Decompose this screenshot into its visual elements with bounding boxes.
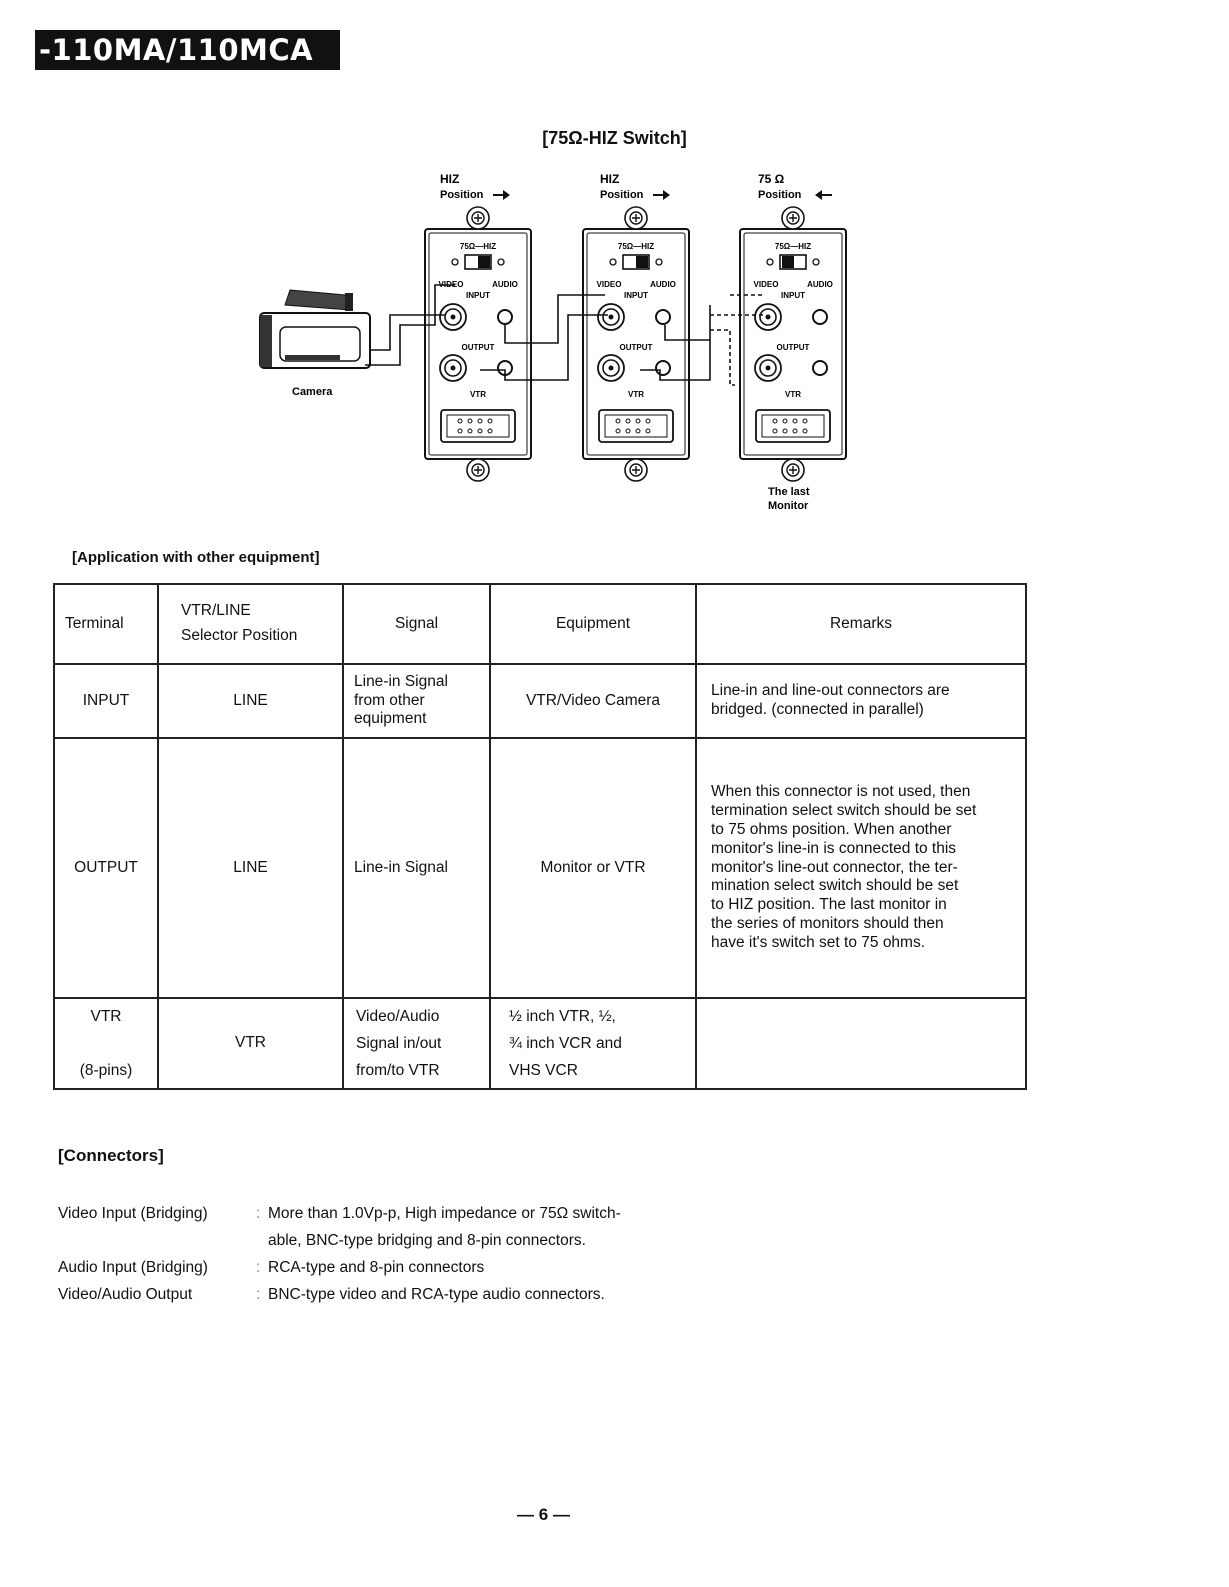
screw-icon	[466, 458, 490, 482]
cell-terminal: OUTPUT	[53, 737, 159, 999]
cell-signal: Video/Audio Signal in/out from/to VTR	[342, 997, 491, 1090]
vtr-label: VTR	[785, 390, 801, 399]
switch-knob	[636, 256, 648, 268]
switch-knob	[478, 256, 490, 268]
svg-text:75 Ω: 75 Ω	[758, 172, 785, 186]
switch-knob	[782, 256, 794, 268]
application-section-title: [Application with other equipment]	[72, 549, 320, 566]
cell-remarks: When this connector is not used, then te…	[695, 737, 1027, 999]
svg-text:Position: Position	[440, 189, 484, 201]
output-label: OUTPUT	[777, 343, 810, 352]
header-remarks: Remarks	[695, 583, 1027, 665]
screw-icon	[781, 206, 805, 230]
svg-text:Monitor: Monitor	[768, 500, 809, 512]
monitor-1-position-label: HIZ Position	[440, 172, 510, 201]
cell-selector: LINE	[157, 663, 344, 739]
switch-label: 75Ω—HIZ	[618, 242, 654, 251]
switch-label: 75Ω—HIZ	[775, 242, 811, 251]
svg-text:Position: Position	[600, 189, 644, 201]
screw-icon	[781, 458, 805, 482]
list-item: Video Input (Bridging) : More than 1.0Vp…	[58, 1205, 621, 1222]
svg-text:The last: The last	[768, 486, 810, 498]
application-table: Terminal VTR/LINE Selector Position Sign…	[53, 583, 1027, 1090]
screw-icon	[624, 206, 648, 230]
header-selector: VTR/LINE Selector Position	[157, 583, 344, 665]
list-item: able, BNC-type bridging and 8-pin connec…	[268, 1232, 586, 1249]
cell-terminal: VTR (8-pins)	[53, 997, 159, 1090]
rca-connector-icon	[497, 309, 513, 325]
svg-text:HIZ: HIZ	[440, 172, 459, 186]
bnc-connector-icon	[439, 354, 467, 382]
rca-connector-icon	[655, 360, 671, 376]
cell-equipment: ½ inch VTR, ½, ¾ inch VCR and VHS VCR	[489, 997, 697, 1090]
bnc-connector-icon	[439, 303, 467, 331]
vtr-label: VTR	[470, 390, 486, 399]
cell-selector: VTR	[157, 997, 344, 1090]
eight-pin-connector-icon	[440, 409, 516, 443]
screw-icon	[624, 458, 648, 482]
output-label: OUTPUT	[462, 343, 495, 352]
bnc-connector-icon	[597, 354, 625, 382]
bnc-connector-icon	[754, 303, 782, 331]
cell-signal: Line-in Signal from other equipment	[342, 663, 491, 739]
cell-equipment: VTR/Video Camera	[489, 663, 697, 739]
cables	[365, 284, 765, 386]
table-row: OUTPUT LINE Line-in Signal Monitor or VT…	[53, 737, 1027, 999]
video-label: VIDEO	[597, 280, 622, 289]
table-row: VTR (8-pins) VTR Video/Audio Signal in/o…	[53, 997, 1027, 1090]
input-label: INPUT	[781, 291, 805, 300]
cell-remarks	[695, 997, 1027, 1090]
svg-text:HIZ: HIZ	[600, 172, 619, 186]
cell-selector: LINE	[157, 737, 344, 999]
arrow-right-icon	[653, 190, 670, 200]
cell-remarks: Line-in and line-out connectors are brid…	[695, 663, 1027, 739]
arrow-left-icon	[815, 190, 832, 200]
camera-icon: Camera	[259, 289, 371, 398]
table-header-row: Terminal VTR/LINE Selector Position Sign…	[53, 583, 1027, 665]
audio-label: AUDIO	[492, 280, 518, 289]
bnc-connector-icon	[754, 354, 782, 382]
cell-terminal: INPUT	[53, 663, 159, 739]
switch-label: 75Ω—HIZ	[460, 242, 496, 251]
rca-connector-icon	[812, 309, 828, 325]
monitor-3-position-label: 75 Ω Position	[758, 172, 832, 201]
page-number: — 6 —	[517, 1505, 570, 1524]
last-monitor-label: The last Monitor	[768, 486, 810, 512]
video-label: VIDEO	[754, 280, 779, 289]
header-signal: Signal	[342, 583, 491, 665]
arrow-right-icon	[493, 190, 510, 200]
output-label: OUTPUT	[620, 343, 653, 352]
header-equipment: Equipment	[489, 583, 697, 665]
list-item: Video/Audio Output : BNC-type video and …	[58, 1286, 605, 1303]
monitor-2-position-label: HIZ Position	[600, 172, 670, 201]
connectors-list: Video Input (Bridging) : More than 1.0Vp…	[58, 1200, 621, 1308]
connectors-section-title: [Connectors]	[58, 1146, 164, 1165]
rca-connector-icon	[812, 360, 828, 376]
svg-text:Camera: Camera	[292, 386, 333, 398]
svg-text:Position: Position	[758, 189, 802, 201]
header-terminal: Terminal	[53, 583, 159, 665]
eight-pin-connector-icon	[755, 409, 831, 443]
list-item: Audio Input (Bridging) : RCA-type and 8-…	[58, 1259, 485, 1276]
input-label: INPUT	[466, 291, 490, 300]
audio-label: AUDIO	[650, 280, 676, 289]
table-row: INPUT LINE Line-in Signal from other equ…	[53, 663, 1027, 739]
switch-diagram: HIZ Position HIZ Position 75 Ω Position …	[259, 172, 847, 512]
audio-label: AUDIO	[807, 280, 833, 289]
screw-icon	[466, 206, 490, 230]
rca-connector-icon	[655, 309, 671, 325]
vtr-label: VTR	[628, 390, 644, 399]
eight-pin-connector-icon	[598, 409, 674, 443]
cell-equipment: Monitor or VTR	[489, 737, 697, 999]
cell-signal: Line-in Signal	[342, 737, 491, 999]
model-header: -110MA/110MCA	[35, 30, 340, 70]
bnc-connector-icon	[597, 303, 625, 331]
figure-title: [75Ω-HIZ Switch]	[542, 128, 687, 148]
input-label: INPUT	[624, 291, 648, 300]
